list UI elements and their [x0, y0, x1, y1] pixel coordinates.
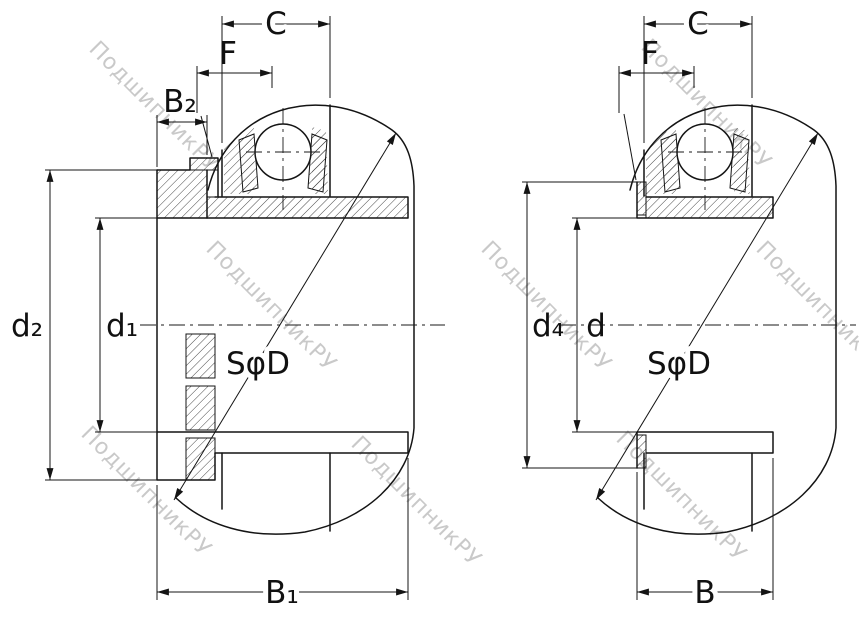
- dim-label-d1: d₁: [106, 308, 138, 344]
- dim-label-sphere-dia-left: SφD: [226, 346, 290, 382]
- inner-ring-section: [645, 196, 774, 219]
- seal-section-left: [238, 133, 259, 193]
- watermark-text: ПодшипникРУ: [751, 237, 859, 377]
- dim-label-d2: d₂: [11, 308, 43, 344]
- left-view: C F B₂ d₂ d₁ SφD B₁: [11, 1, 445, 616]
- collar-knurl-section: [185, 333, 216, 379]
- dim-label-c-left: C: [265, 6, 287, 42]
- spherical-outer-ring-outline: [597, 104, 837, 535]
- watermark-text: ПодшипникРУ: [84, 37, 224, 177]
- dim-label-b: B: [694, 575, 715, 611]
- dim-ext-c: [643, 16, 753, 143]
- dim-label-b1: B₁: [265, 575, 299, 611]
- dim-label-f-left: F: [219, 36, 237, 72]
- spherical-outer-ring-outline: [175, 104, 415, 535]
- dim-label-sphere-dia-right: SφD: [647, 346, 711, 382]
- dim-ext-d1: [95, 217, 157, 433]
- dim-label-c-right: C: [687, 6, 709, 42]
- seal-section-left: [660, 133, 681, 193]
- cam-section: [189, 157, 219, 171]
- dim-label-d: d: [586, 308, 606, 344]
- dim-ext-c: [221, 16, 331, 143]
- outer-ring-lower-faces: [221, 452, 331, 532]
- dim-label-d4: d₄: [532, 308, 564, 344]
- dim-label-b2: B₂: [163, 84, 197, 120]
- dim-ext-d2: [45, 169, 157, 481]
- seal-section-right: [307, 133, 328, 193]
- dim-line-sphere-dia: [173, 132, 397, 501]
- watermark-text: ПодшипникРУ: [476, 237, 616, 377]
- dim-label-f-right: F: [641, 36, 659, 72]
- flinger-leader-line: [623, 113, 637, 181]
- dim-line-sphere-dia: [595, 132, 819, 501]
- locking-collar-section: [156, 169, 208, 219]
- collar-knurl-section: [185, 385, 216, 431]
- watermark-text: ПодшипникРУ: [611, 427, 751, 567]
- right-view: C F d₄ d SφD B: [522, 1, 856, 616]
- inner-ring-section: [206, 196, 409, 219]
- dim-ext-b1: [156, 458, 409, 600]
